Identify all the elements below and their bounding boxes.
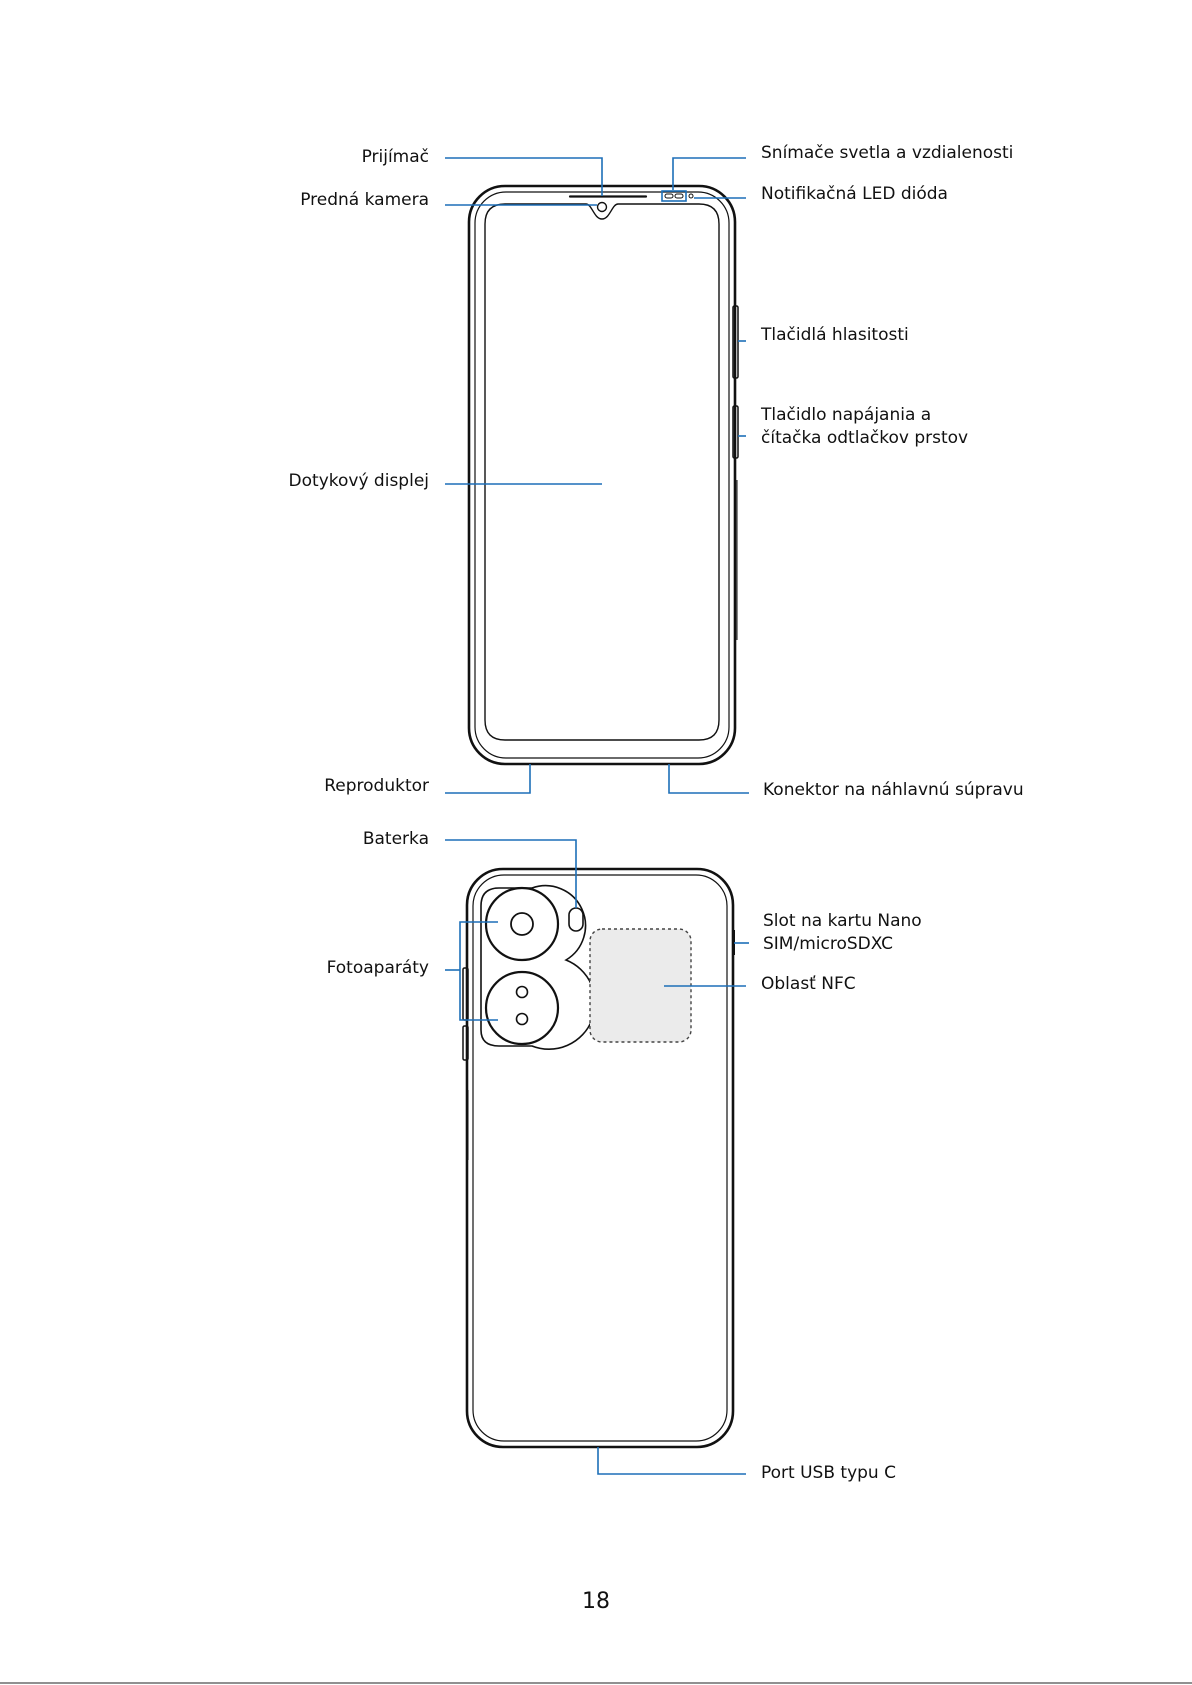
label-sim-slot-line2: SIM/microSDXC [763, 934, 893, 954]
label-flash: Baterka [363, 829, 429, 849]
front-leaders [445, 158, 749, 793]
leader-speaker [445, 764, 530, 793]
main-camera-lens [511, 913, 533, 935]
second-camera-lens-bottom [517, 1014, 528, 1025]
label-usb-port: Port USB typu C [761, 1463, 896, 1483]
label-power-line1: Tlačidlo napájania a [760, 405, 931, 425]
label-touch-display: Dotykový displej [289, 471, 429, 491]
second-camera-lens-top [517, 987, 528, 998]
back-view [463, 869, 734, 1447]
sensor-left [665, 194, 673, 198]
label-receiver: Prijímač [362, 147, 429, 167]
label-cameras: Fotoaparáty [327, 958, 429, 978]
label-headset-jack: Konektor na náhlavnú súpravu [763, 780, 1024, 800]
leader-headset-jack [669, 764, 749, 793]
sensor-right [675, 194, 683, 198]
front-view [469, 186, 738, 764]
label-sensors: Snímače svetla a vzdialenosti [761, 143, 1013, 163]
front-camera-lens [598, 203, 607, 212]
label-nfc: Oblasť NFC [761, 974, 856, 994]
notification-led [689, 194, 693, 198]
front-label-group: Prijímač Predná kamera Dotykový displej … [289, 143, 1024, 800]
label-notification-led: Notifikačná LED dióda [761, 184, 948, 204]
label-sim-slot-line1: Slot na kartu Nano [763, 911, 922, 931]
label-power-line2: čítačka odtlačkov prstov [761, 428, 968, 448]
second-camera-ring [486, 972, 558, 1044]
leader-usb-port [598, 1447, 746, 1474]
page-number: 18 [582, 1589, 610, 1614]
touch-display [485, 204, 719, 740]
label-speaker: Reproduktor [324, 776, 429, 796]
back-label-group: Baterka Fotoaparáty Slot na kartu Nano S… [327, 829, 922, 1483]
front-body-outer [469, 186, 735, 764]
label-volume: Tlačidlá hlasitosti [760, 325, 909, 345]
leader-receiver [445, 158, 602, 196]
label-front-camera: Predná kamera [300, 190, 429, 210]
flash [569, 908, 583, 931]
front-body-inner [475, 192, 729, 758]
